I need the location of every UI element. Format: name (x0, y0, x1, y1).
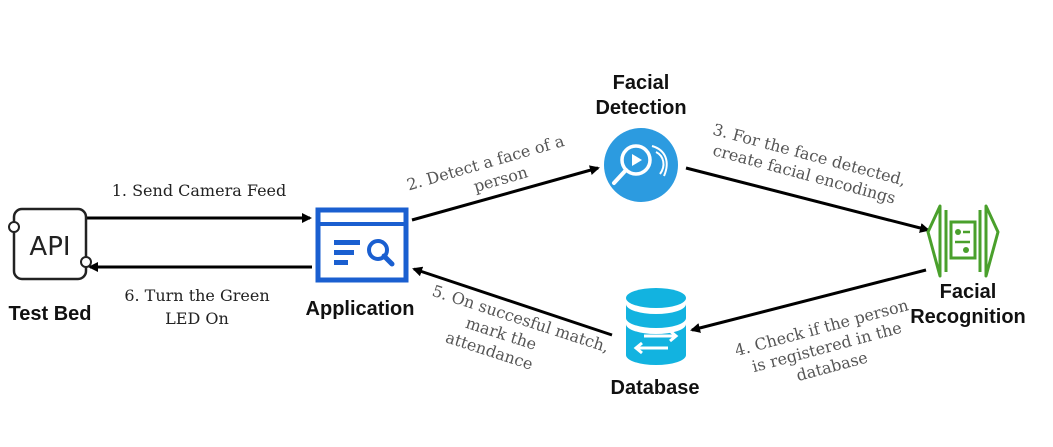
step6-label: 6. Turn the Green LED On (124, 286, 269, 328)
arrow-step5 (412, 266, 613, 337)
application-label: Application (306, 298, 415, 320)
step3-label: 3. For the face detected, create facial … (711, 120, 908, 208)
facial-recognition-node: Facial Recognition (910, 204, 1026, 328)
api-icon-text: API (29, 232, 70, 262)
step2-label: 2. Detect a face of a person (405, 131, 567, 196)
facial-recognition-label-line1: Facial (940, 281, 997, 303)
arrow-step4 (690, 268, 927, 333)
facial-detection-label-line1: Facial (613, 72, 670, 94)
test-bed-node: API Test Bed (8, 207, 92, 325)
step6-label-line2: LED On (165, 309, 229, 328)
application-search-icon (315, 207, 409, 283)
step5-label: 5. On succesful match, mark the attendan… (430, 281, 612, 374)
database-label: Database (611, 377, 700, 399)
recognition-gate-icon (926, 204, 1000, 278)
step1-label: 1. Send Camera Feed (112, 181, 287, 200)
arrow-step2 (411, 165, 600, 222)
database-icon (626, 288, 686, 365)
face-search-icon (604, 128, 678, 202)
facial-recognition-label-line2: Recognition (910, 306, 1026, 328)
step6-label-line1: 6. Turn the Green (124, 286, 269, 305)
application-node: Application (306, 207, 415, 320)
api-icon: API (8, 207, 92, 281)
test-bed-label: Test Bed (9, 303, 92, 325)
arrow-step3 (685, 166, 930, 233)
database-node: Database (611, 288, 700, 399)
facial-detection-node: Facial Detection (595, 72, 687, 202)
facial-detection-label-line2: Detection (595, 97, 686, 119)
